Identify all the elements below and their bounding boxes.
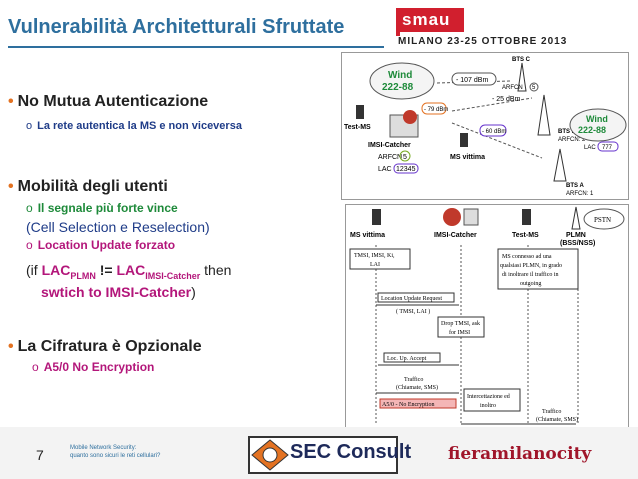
page-number: 7 <box>36 447 44 463</box>
sec-consult-emblem-icon <box>251 439 289 471</box>
cell-selection-line: (Cell Selection e Reselection) <box>26 219 210 235</box>
phone-icon <box>356 105 364 119</box>
tower-icon <box>553 148 567 182</box>
ms-vittima-label: MS vittima <box>450 154 485 161</box>
svg-text:qualsiasi PLMN, in grado: qualsiasi PLMN, in grado <box>500 263 562 269</box>
svg-text:LAI: LAI <box>370 262 380 268</box>
svg-text:5: 5 <box>532 85 536 91</box>
svg-text:A5/0 - No Encryption: A5/0 - No Encryption <box>382 402 435 408</box>
topology-diagram: Wind 222-88 Test-MS IMSI-Catcher ARFCN 5… <box>344 57 627 197</box>
bullet-mutual-auth: •No Mutua Autenticazione <box>8 93 209 110</box>
bullet-cipher: •La Cifratura è Opzionale <box>8 338 202 355</box>
cloud-icon <box>583 208 625 230</box>
lac-formula-line2: swtich to IMSI-Catcher) <box>41 284 196 300</box>
footer-caption: Mobile Network Security: quanto sono sic… <box>70 445 161 459</box>
svg-text:inoltro: inoltro <box>480 403 496 409</box>
svg-text:ARFCN: 1: ARFCN: 1 <box>566 191 594 197</box>
svg-text:MS vittima: MS vittima <box>350 232 385 239</box>
computer-icon <box>463 208 479 226</box>
test-ms-label: Test-MS <box>344 124 371 131</box>
svg-text:TMSI, IMSI, Ki,: TMSI, IMSI, Ki, <box>354 253 395 259</box>
tower-icon <box>537 94 551 136</box>
bullet-mobility: •Mobilità degli utenti <box>8 178 168 195</box>
wind-label: Wind <box>388 70 412 81</box>
svg-text:Test-MS: Test-MS <box>512 232 539 239</box>
event-date: MILANO 23-25 OTTOBRE 2013 <box>398 36 568 47</box>
imsi-catcher-label: IMSI-Catcher <box>368 142 411 149</box>
svg-text:Wind: Wind <box>586 114 608 124</box>
svg-text:LAC: LAC <box>584 145 596 151</box>
svg-text:IMSI-Catcher: IMSI-Catcher <box>434 232 477 239</box>
sequence-diagram-figure: PSTN MS vittima IMSI-Catcher Test-MS PLM… <box>345 204 629 428</box>
svg-text:777: 777 <box>602 145 613 151</box>
wind-code: 222-88 <box>382 82 414 93</box>
svg-text:222-88: 222-88 <box>578 125 606 135</box>
svg-text:- 107 dBm: - 107 dBm <box>456 77 488 84</box>
sec-consult-logo <box>248 436 398 474</box>
event-logo-block: smau MILANO 23-25 OTTOBRE 2013 <box>396 8 628 48</box>
svg-text:BTS C: BTS C <box>512 57 531 63</box>
tower-icon <box>517 62 527 92</box>
devil-icon <box>403 110 417 124</box>
svg-text:(Chiamate, SMS): (Chiamate, SMS) <box>536 416 578 423</box>
svg-text:ARFCN: 2: ARFCN: 2 <box>558 137 586 143</box>
slide-title: Vulnerabilità Architetturali Sfruttate <box>8 16 345 38</box>
phone-icon <box>460 133 468 147</box>
svg-text:di inoltrare il traffico in: di inoltrare il traffico in <box>502 271 559 278</box>
devil-icon <box>443 208 461 226</box>
svg-text:(BSS/NSS): (BSS/NSS) <box>560 240 595 247</box>
title-underline <box>8 46 384 48</box>
svg-text:- 79 dBm: - 79 dBm <box>424 107 448 113</box>
network-topology-figure: Wind 222-88 Test-MS IMSI-Catcher ARFCN 5… <box>341 52 629 200</box>
svg-text:ARFCN: ARFCN <box>502 85 523 91</box>
svg-text:12345: 12345 <box>396 166 416 173</box>
bullet-marker: • <box>8 93 14 110</box>
svg-text:Traffico: Traffico <box>404 376 423 383</box>
svg-text:LAC: LAC <box>378 166 392 173</box>
svg-text:5: 5 <box>403 154 407 161</box>
svg-text:- 25 dBm: - 25 dBm <box>492 96 521 103</box>
svg-text:MS connesso ad una: MS connesso ad una <box>502 254 552 260</box>
sequence-diagram: PSTN MS vittima IMSI-Catcher Test-MS PLM… <box>349 206 625 425</box>
fieramilanocity-logo: fieramilanocity <box>448 444 592 464</box>
lac-formula: (if LACPLMN != LACIMSI-Catcher then <box>26 262 232 281</box>
svg-text:Loc. Up. Accept: Loc. Up. Accept <box>387 356 427 362</box>
svg-text:for IMSI: for IMSI <box>449 329 470 336</box>
svg-text:outgoing: outgoing <box>520 281 541 287</box>
cloud-icon <box>369 62 435 100</box>
svg-text:BTS A: BTS A <box>566 183 584 189</box>
svg-text:( TMSI, LAI ): ( TMSI, LAI ) <box>396 308 430 315</box>
svg-text:- 60 dBm: - 60 dBm <box>482 129 506 135</box>
svg-text:PSTN: PSTN <box>594 216 611 224</box>
tower-icon <box>571 206 581 230</box>
cloud-icon <box>569 108 627 142</box>
svg-text:Drop TMSI, ask: Drop TMSI, ask <box>441 321 480 327</box>
sec-consult-name: SEC Consult <box>290 441 412 463</box>
svg-text:BTS B: BTS B <box>558 129 577 135</box>
phone-icon <box>522 209 531 225</box>
svg-text:PLMN: PLMN <box>566 232 586 239</box>
svg-text:Location Update Request: Location Update Request <box>381 296 442 302</box>
svg-text:ARFCN: ARFCN <box>378 154 402 161</box>
svg-text:Intercettazione ed: Intercettazione ed <box>467 394 510 400</box>
phone-icon <box>372 209 381 225</box>
svg-text:(Chiamate, SMS): (Chiamate, SMS) <box>396 384 438 391</box>
smau-logo: smau <box>396 8 464 36</box>
svg-text:Traffico: Traffico <box>542 408 561 415</box>
